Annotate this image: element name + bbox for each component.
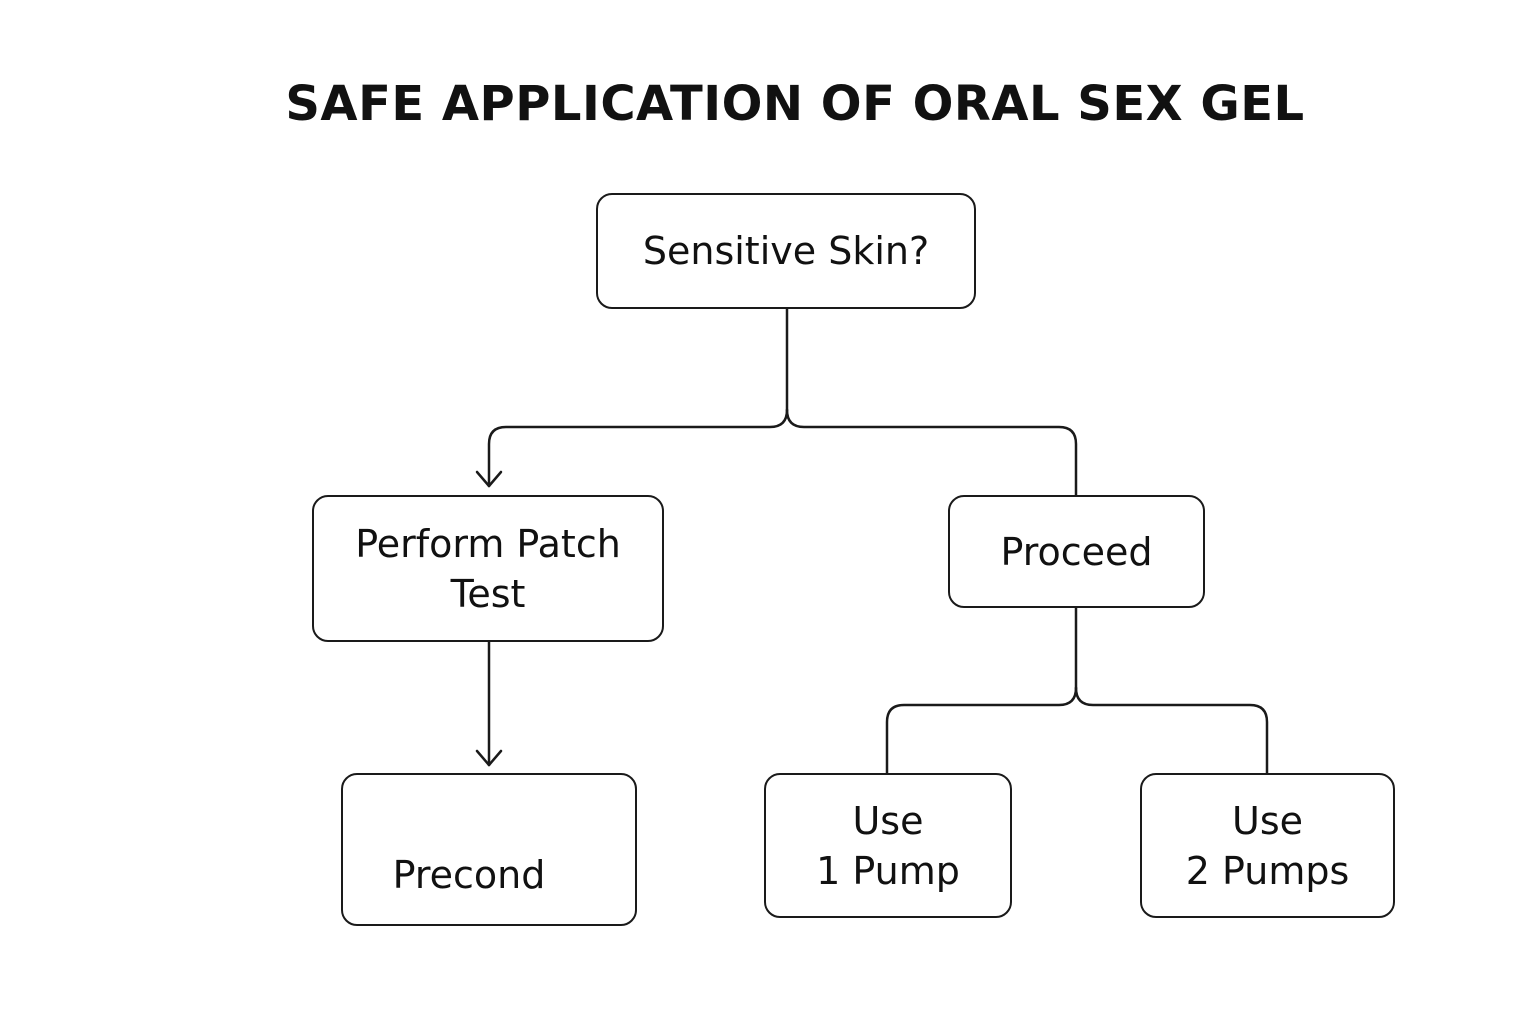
node-use-one-pump-label: Use 1 Pump (816, 798, 960, 893)
node-sensitive-skin: Sensitive Skin? (596, 193, 976, 309)
node-proceed: Proceed (948, 495, 1205, 608)
node-proceed-label: Proceed (1000, 529, 1153, 574)
node-precond-label: Precond (392, 853, 546, 897)
node-perform-patch-test: Perform Patch Test (312, 495, 664, 642)
node-precond: Precond (341, 773, 637, 926)
connector-proceed-to-two-pumps (1074, 686, 1269, 775)
page-title: SAFE APPLICATION OF ORAL SEX GEL (285, 76, 1305, 132)
node-use-one-pump: Use 1 Pump (764, 773, 1012, 918)
node-sensitive-skin-label: Sensitive Skin? (642, 229, 930, 273)
arrowhead-to-patch (475, 470, 503, 488)
node-use-two-pumps-label: Use 2 Pumps (1185, 798, 1350, 893)
connector-sensitive-to-proceed (785, 408, 1078, 497)
connector-proceed-to-one-pump (885, 686, 1078, 775)
arrowhead-to-precond (475, 749, 503, 767)
node-use-two-pumps: Use 2 Pumps (1140, 773, 1395, 918)
node-perform-patch-test-label: Perform Patch Test (355, 521, 621, 616)
connector-sensitive-to-patch (487, 408, 789, 488)
